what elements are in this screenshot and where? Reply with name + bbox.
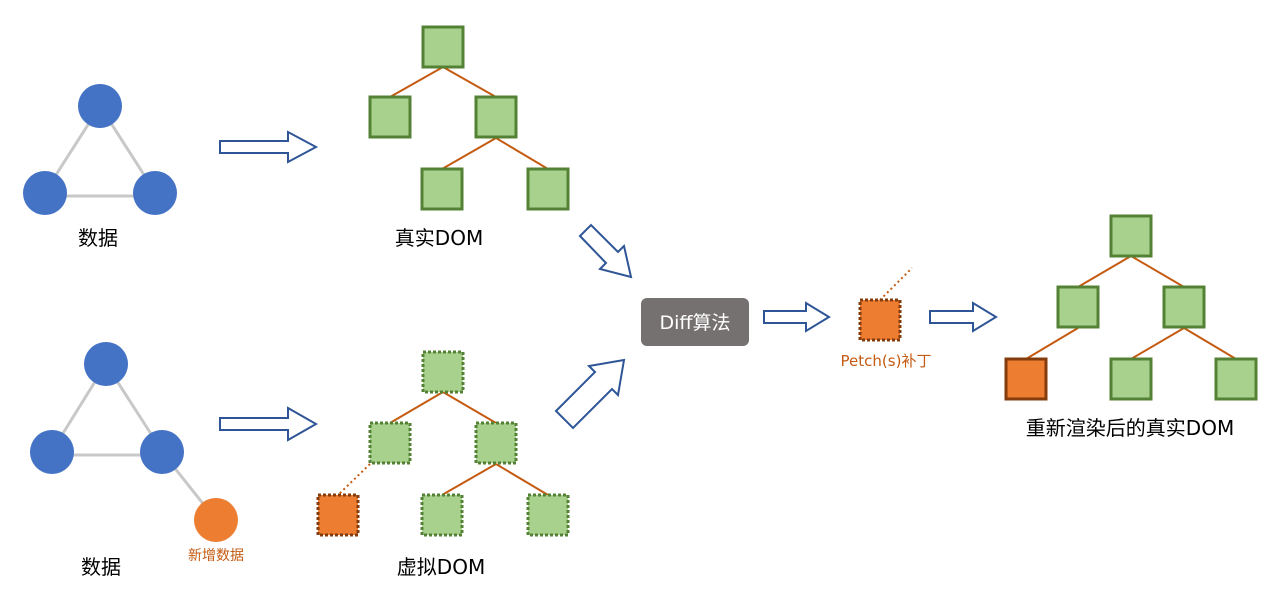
graph-node-new	[194, 498, 238, 542]
vdom-node-new	[316, 493, 360, 537]
dom-node-new	[1004, 357, 1048, 401]
tree-edge	[495, 137, 549, 170]
patch-node	[858, 267, 913, 342]
dom-node	[474, 95, 518, 139]
patch-label: Petch(s)补丁	[841, 352, 932, 370]
rerendered-dom-label: 重新渲染后的真实DOM	[1026, 416, 1234, 440]
tree-edge	[1025, 327, 1079, 360]
tree-edge	[1183, 327, 1237, 360]
data-graph-bottom	[30, 342, 238, 542]
graph-node	[23, 171, 67, 215]
arrow-real-dom-to-diff	[578, 223, 633, 279]
virtual-dom-tree	[316, 350, 570, 537]
rerendered-dom-tree	[1004, 214, 1258, 401]
arrow-virtual-dom-to-diff	[554, 358, 626, 430]
data-label-top: 数据	[78, 226, 118, 250]
dom-node	[368, 95, 412, 139]
patch-edge	[879, 267, 913, 301]
vdom-node	[526, 493, 570, 537]
new-data-label: 新增数据	[188, 548, 244, 564]
tree-edge	[441, 137, 497, 170]
vdom-node	[421, 350, 465, 394]
data-graph-top	[23, 84, 177, 215]
graph-node	[84, 342, 128, 386]
tree-edge-new	[337, 463, 371, 496]
arrow-data-to-real-dom	[219, 130, 319, 164]
virtual-dom-label: 虚拟DOM	[397, 555, 485, 579]
tree-edge	[442, 66, 497, 98]
vdom-node	[420, 493, 464, 537]
real-dom-tree	[368, 25, 570, 211]
tree-edge	[442, 391, 497, 424]
data-label-bottom: 数据	[81, 555, 121, 579]
graph-node	[30, 430, 74, 474]
diff-label: Diff算法	[660, 312, 731, 334]
vdom-node	[474, 421, 518, 465]
graph-node	[133, 171, 177, 215]
tree-edge	[1130, 327, 1185, 360]
graph-node	[78, 84, 122, 128]
dom-node	[1056, 285, 1100, 329]
tree-edge	[1077, 255, 1132, 288]
tree-edge	[389, 391, 444, 424]
tree-edge	[441, 463, 497, 496]
diff-box	[641, 298, 749, 346]
real-dom-label: 真实DOM	[395, 226, 483, 250]
dom-node	[420, 167, 464, 211]
dom-node	[1109, 214, 1153, 258]
arrow-data-to-virtual-dom	[219, 406, 319, 442]
dom-node	[1162, 285, 1206, 329]
dom-node	[1214, 357, 1258, 401]
dom-node	[526, 167, 570, 211]
tree-edge	[1130, 255, 1185, 288]
arrow-patch-to-dom	[929, 301, 998, 333]
tree-edge	[389, 66, 444, 98]
dom-node	[1109, 357, 1153, 401]
graph-node	[140, 430, 184, 474]
diff-algorithm-box: Diff算法	[641, 298, 749, 346]
tree-edge	[495, 463, 549, 496]
patch-box	[858, 298, 902, 342]
dom-node	[421, 25, 465, 69]
arrow-diff-to-patch	[763, 301, 831, 333]
vdom-node	[368, 421, 412, 465]
